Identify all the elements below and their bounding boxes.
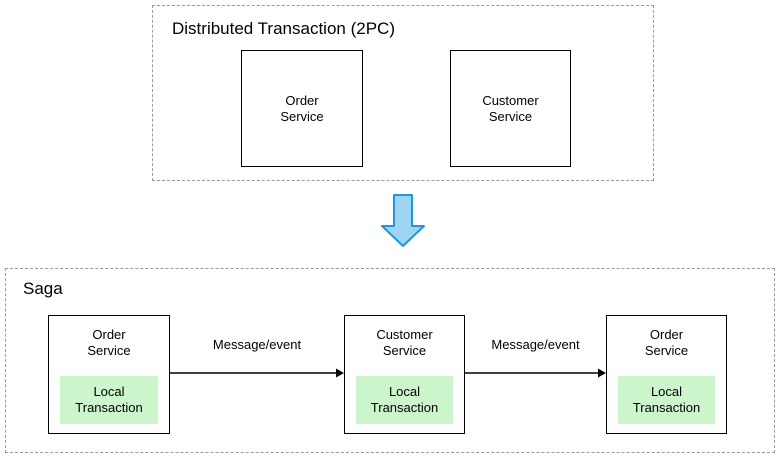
saga-box-label-customer-service: Customer Service bbox=[376, 327, 433, 358]
group-title-distributed-transaction: Distributed Transaction (2PC) bbox=[172, 19, 395, 38]
saga-box-order-service-1[interactable]: Order Service Local Transaction bbox=[48, 315, 170, 434]
box-order-service-2pc[interactable]: Order Service bbox=[241, 50, 363, 167]
group-saga: Saga bbox=[5, 268, 775, 453]
box-label-order-service-2pc: Order Service bbox=[280, 92, 324, 124]
saga-box-customer-service[interactable]: Customer Service Local Transaction bbox=[344, 315, 465, 434]
flow-label-message-event-2: Message/event bbox=[491, 337, 580, 352]
flow-label-message-event-1: Message/event bbox=[212, 337, 302, 352]
local-transaction-badge-3: Local Transaction bbox=[618, 376, 715, 424]
saga-box-order-service-2[interactable]: Order Service Local Transaction bbox=[606, 315, 727, 434]
box-customer-service-2pc[interactable]: Customer Service bbox=[450, 50, 571, 167]
local-transaction-badge-2: Local Transaction bbox=[356, 376, 453, 424]
group-distributed-transaction: Distributed Transaction (2PC) bbox=[152, 5, 654, 181]
saga-box-label-order-service-2: Order Service bbox=[644, 327, 689, 358]
local-transaction-badge-1: Local Transaction bbox=[60, 376, 158, 424]
box-label-customer-service-2pc: Customer Service bbox=[482, 92, 539, 124]
local-transaction-label-1: Local Transaction bbox=[75, 384, 143, 415]
flow-arrow-icon-1 bbox=[170, 366, 344, 380]
group-title-saga: Saga bbox=[23, 279, 63, 298]
local-transaction-label-3: Local Transaction bbox=[632, 384, 701, 415]
flow-arrow-icon-2 bbox=[465, 366, 606, 380]
down-arrow-icon bbox=[380, 194, 426, 248]
local-transaction-label-2: Local Transaction bbox=[370, 384, 439, 415]
saga-box-label-order-service-1: Order Service bbox=[87, 327, 131, 358]
